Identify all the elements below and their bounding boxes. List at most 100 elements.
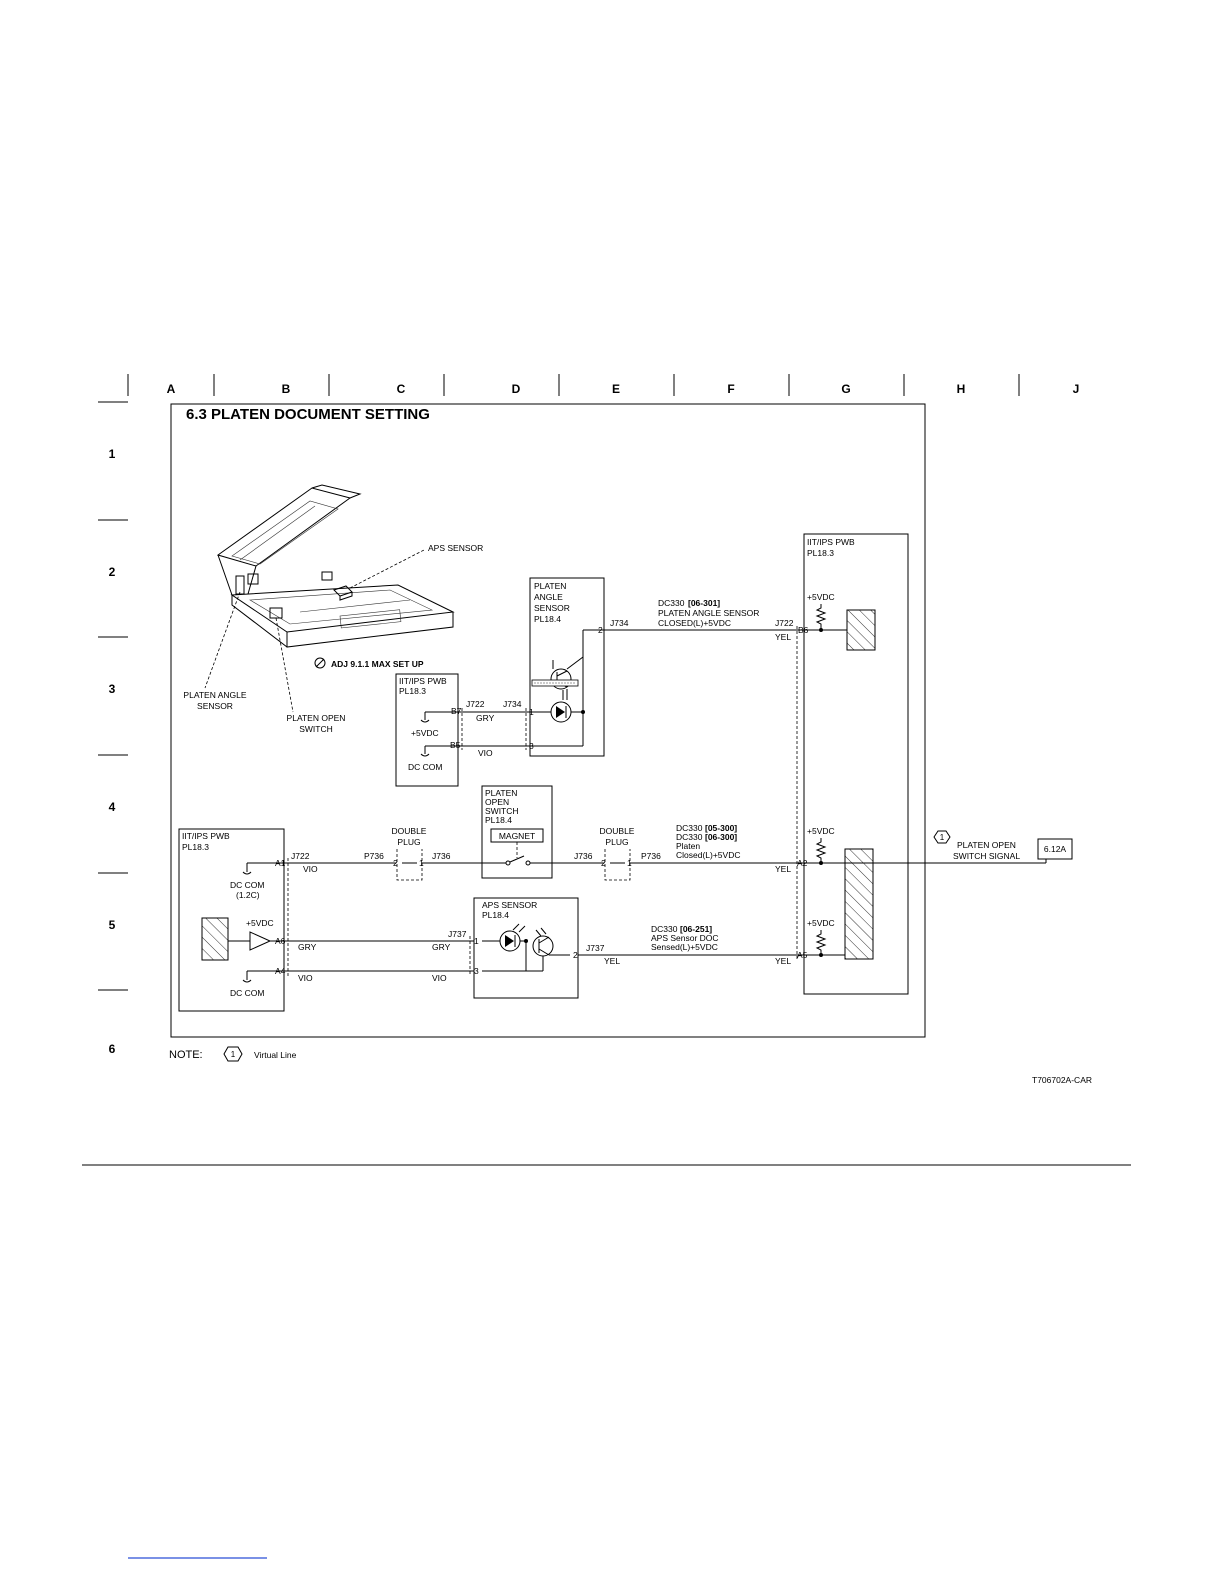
pwb-left-top-5vdc: +5VDC (411, 728, 439, 738)
aps-gry-right: GRY (432, 942, 451, 952)
grid-row-2: 2 (109, 565, 116, 579)
open-switch-line2: OPEN (485, 797, 509, 807)
switch-p736-right: P736 (641, 851, 661, 861)
angle-vio-label: VIO (478, 748, 493, 758)
switch-code1: [05-300] (705, 823, 737, 833)
signal-ref: 6.12A (1044, 844, 1067, 854)
open-switch-box (481, 785, 553, 879)
pwb-left-top-circuit (420, 708, 527, 757)
switch-contact (505, 842, 531, 866)
angle-sensor-line2: ANGLE (534, 592, 563, 602)
adjustment-reference: ADJ 9.1.1 MAX SET UP (331, 659, 424, 669)
grid-column-ticks (127, 374, 1020, 396)
switch-j736-left: J736 (432, 851, 451, 861)
pwb-left-top-line2: PL18.3 (399, 686, 426, 696)
angle-j734-label: J734 (503, 699, 522, 709)
angle-signal-j722: J722 (775, 618, 794, 628)
open-switch-line4: PL18.4 (485, 815, 512, 825)
aps-vio-right: VIO (432, 973, 447, 983)
angle-sensor-box (529, 577, 605, 757)
switch-desc1: Platen (676, 841, 700, 851)
double-plug-right (604, 849, 631, 881)
angle-signal-desc1: PLATEN ANGLE SENSOR (658, 608, 759, 618)
angle-signal-code: [06-301] (688, 598, 720, 608)
angle-sensor-callout-line2: SENSOR (197, 701, 233, 711)
double-plug-left-line1: DOUBLE (392, 826, 427, 836)
double-plug-right-pin1: 1 (627, 858, 632, 868)
angle-sensor-callout-line1: PLATEN ANGLE (183, 690, 246, 700)
aps-sensor-line2: PL18.4 (482, 910, 509, 920)
grid-row-ticks (98, 401, 128, 991)
signal-ref-box (1037, 838, 1073, 860)
grid-row-3: 3 (109, 682, 116, 696)
switch-j722: J722 (291, 851, 310, 861)
pwb-left-bottom-box (178, 828, 285, 1012)
pwb-left-top-dccom: DC COM (408, 762, 442, 772)
signal-out-line1: PLATEN OPEN (957, 840, 1016, 850)
aps-sensor-box (473, 897, 579, 999)
angle-sensor-internals (531, 629, 604, 747)
pwb-right-5vdc-a2: +5VDC (807, 826, 835, 836)
pwb-left-bottom-line2: PL18.3 (182, 842, 209, 852)
grid-col-h: H (957, 382, 966, 396)
angle-pin-3: 3 (529, 741, 534, 751)
open-switch-line1: PLATEN (485, 788, 517, 798)
pwb-left-bottom-dccom1-ref: (1.2C) (236, 890, 260, 900)
grid-col-d: D (512, 382, 521, 396)
virtual-line-marker-signal (933, 830, 951, 844)
pin-b5: B5 (450, 740, 461, 750)
double-plug-right-line1: DOUBLE (600, 826, 635, 836)
angle-pin-2: 2 (598, 625, 603, 635)
pwb-left-top-box (395, 673, 459, 787)
aps-gry-left: GRY (298, 942, 317, 952)
pwb-right-line1: IIT/IPS PWB (807, 537, 855, 547)
double-plug-left (396, 849, 423, 881)
grid-row-5: 5 (109, 918, 116, 932)
double-plug-left-line2: PLUG (397, 837, 420, 847)
aps-desc2: Sensed(L)+5VDC (651, 942, 718, 952)
aps-desc1: APS Sensor DOC (651, 933, 719, 943)
pwb-left-bottom-circuit (201, 858, 289, 983)
diagram-frame (170, 403, 926, 1038)
pin-a6: A6 (275, 936, 286, 946)
aps-pin-1: 1 (474, 936, 479, 946)
aps-sensor-internals (482, 923, 570, 972)
angle-signal-desc2: CLOSED(L)+5VDC (658, 618, 731, 628)
aps-j737-left: J737 (448, 929, 467, 939)
aps-j737-right: J737 (586, 943, 605, 953)
angle-j722-label: J722 (466, 699, 485, 709)
aps-sensor-callout: APS SENSOR (428, 543, 483, 553)
open-switch-line3: SWITCH (485, 806, 519, 816)
pwb-right-5vdc-a5: +5VDC (807, 918, 835, 928)
angle-signal-dc: DC330 (658, 598, 685, 608)
diagram-title: 6.3 PLATEN DOCUMENT SETTING (186, 406, 430, 423)
aps-dc: DC330 (651, 924, 678, 934)
aps-code: [06-251] (680, 924, 712, 934)
aps-pin-a5: A5 (797, 950, 808, 960)
pwb-left-bottom-dccom2: DC COM (230, 988, 264, 998)
pwb-right-circuit (805, 604, 876, 960)
angle-pin-1: 1 (529, 707, 534, 717)
pwb-right-box (803, 533, 909, 995)
grid-col-c: C (397, 382, 406, 396)
angle-signal-color: YEL (775, 632, 791, 642)
pin-b7: B7 (451, 706, 462, 716)
pwb-left-bottom-5vdc: +5VDC (246, 918, 274, 928)
open-switch-callout-line2: SWITCH (299, 724, 333, 734)
pwb-left-top-line1: IIT/IPS PWB (399, 676, 447, 686)
figure-id: T706702A-CAR (1032, 1075, 1092, 1085)
pin-a1: A1 (275, 858, 286, 868)
angle-sensor-line3: SENSOR (534, 603, 570, 613)
grid-col-f: F (727, 382, 734, 396)
switch-color: YEL (775, 864, 791, 874)
signal-marker-number: 1 (940, 833, 945, 842)
pwb-right-5vdc-b6: +5VDC (807, 592, 835, 602)
angle-signal-j734: J734 (610, 618, 629, 628)
angle-sensor-line4: PL18.4 (534, 614, 561, 624)
aps-vio-left: VIO (298, 973, 313, 983)
grid-row-4: 4 (109, 800, 116, 814)
pwb-left-bottom-dccom1: DC COM (230, 880, 264, 890)
pin-a4: A4 (275, 966, 286, 976)
switch-dc1: DC330 (676, 823, 703, 833)
switch-p736-left: P736 (364, 851, 384, 861)
